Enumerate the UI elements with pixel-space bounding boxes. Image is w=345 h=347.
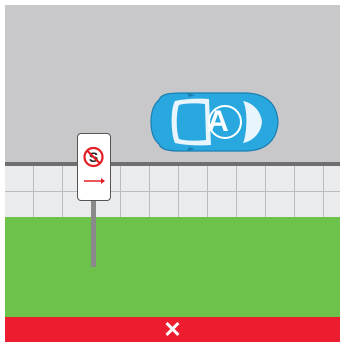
parking-scene: S A ✕ [5,5,340,342]
no-stopping-right-arrow-sign-icon: S [78,134,109,199]
car-label: A [147,91,281,153]
sign-post [91,201,96,267]
footpath [5,166,340,217]
result-banner: ✕ [5,317,340,342]
footpath-tiles [5,166,340,217]
no-stopping-sign: S [77,133,111,201]
grass-verge [5,217,340,317]
car-a: A [147,91,281,153]
cross-icon: ✕ [163,319,181,341]
